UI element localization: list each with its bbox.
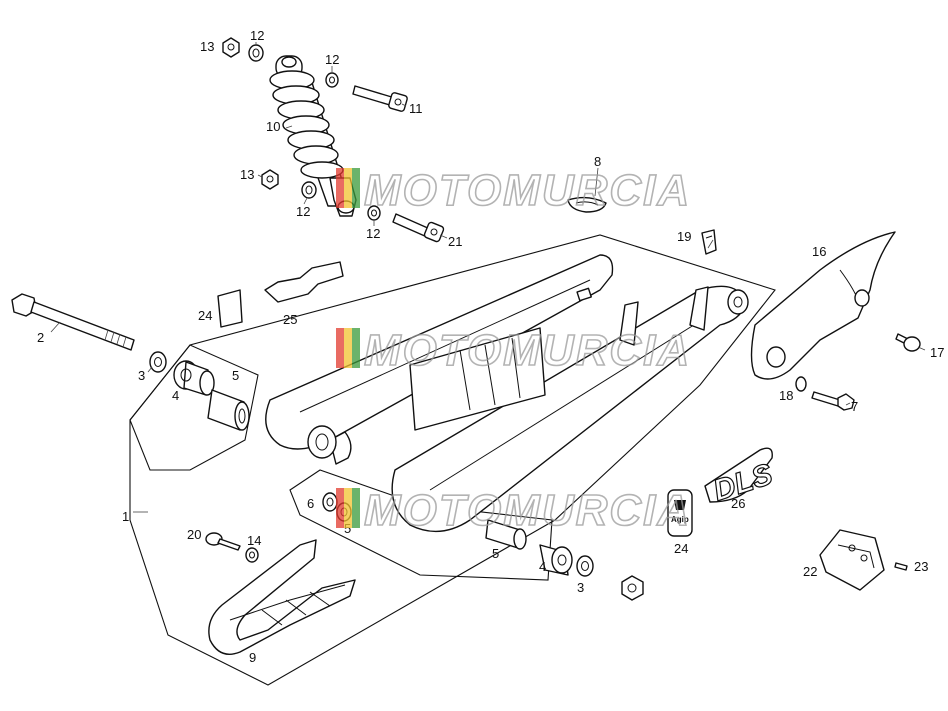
callout-24: 24: [674, 541, 688, 556]
callout-3: 3: [138, 368, 145, 383]
upper-right-washer: [325, 72, 339, 88]
lower-right-washer: [367, 205, 381, 221]
chain-tensioner: [819, 529, 885, 591]
callout-10: 10: [266, 119, 280, 134]
watermark-text: MOTOMURCIA: [364, 486, 691, 535]
pivot-spacer-left: [207, 389, 250, 431]
callout-12: 12: [366, 226, 380, 241]
pivot-bushing-right: [539, 544, 573, 576]
callout-2: 2: [37, 330, 44, 345]
callout-12: 12: [250, 28, 264, 43]
leader-lines: [50, 42, 926, 513]
callout-26: 26: [731, 496, 745, 511]
callout-23: 23: [914, 559, 928, 574]
callout-5: 5: [344, 521, 351, 536]
callout-21: 21: [448, 234, 462, 249]
guard-screw-top: [895, 333, 921, 352]
callout-24: 24: [198, 308, 212, 323]
callout-14: 14: [247, 533, 261, 548]
small-decal-left: [217, 289, 243, 328]
swingarm-decal: [264, 261, 344, 303]
callout-4: 4: [539, 559, 546, 574]
upper-shock-bolt: [352, 85, 408, 112]
watermark-text: MOTOMURCIA: [364, 326, 691, 375]
pivot-washer-right: [576, 555, 594, 577]
swingarm: [265, 254, 749, 533]
callout-labels: 13 12 12 11 10 8 13 12 12 21 19 16 24 25…: [37, 28, 944, 665]
callout-16: 16: [812, 244, 826, 259]
callout-4: 4: [172, 388, 179, 403]
callout-8: 8: [594, 154, 601, 169]
rear-shock-absorber: [269, 55, 357, 217]
watermark-bottom: MOTOMURCIA: [336, 485, 691, 536]
watermark-middle: MOTOMURCIA: [336, 325, 691, 376]
chain-guard-clip: [701, 229, 717, 255]
chain-slider: [208, 539, 356, 655]
chain-guard: [750, 231, 896, 380]
guard-washer: [795, 376, 807, 392]
pivot-nut: [621, 575, 644, 601]
slider-screw: [205, 532, 241, 551]
callout-12: 12: [325, 52, 339, 67]
callout-12: 12: [296, 204, 310, 219]
callout-18: 18: [779, 388, 793, 403]
pivot-washer-left: [149, 351, 167, 373]
wire-clip: [567, 196, 607, 213]
callout-20: 20: [187, 527, 201, 542]
callout-13: 13: [200, 39, 214, 54]
swingarm-assembly-outline: [129, 234, 776, 686]
callout-13: 13: [240, 167, 254, 182]
callout-5: 5: [492, 546, 499, 561]
top-shock-nut: [222, 37, 240, 58]
agip-decal-text: Agip: [671, 515, 689, 524]
callout-9: 9: [249, 650, 256, 665]
guard-screw-bottom: [811, 391, 855, 411]
inner-washer: [322, 492, 338, 512]
lower-shock-nut: [261, 169, 279, 190]
lower-shock-bolt: [392, 213, 445, 243]
pivot-hardware-outline: [129, 344, 259, 471]
watermark-top: MOTOMURCIA: [336, 165, 691, 216]
callout-19: 19: [677, 229, 691, 244]
callout-7: 7: [851, 399, 858, 414]
lower-left-washer: [301, 181, 317, 199]
top-shock-washer: [248, 44, 264, 62]
callout-17: 17: [930, 345, 944, 360]
tensioner-screw: [894, 562, 908, 571]
callout-25: 25: [283, 312, 297, 327]
pivot-bolt: [11, 293, 135, 351]
watermark-text: MOTOMURCIA: [364, 166, 691, 215]
pivot-bushing-left: [173, 360, 215, 396]
callout-11: 11: [409, 101, 423, 116]
callout-3: 3: [577, 580, 584, 595]
callout-1: 1: [122, 509, 129, 524]
agip-decal: Agip: [667, 489, 693, 537]
slider-nut: [245, 547, 259, 563]
callout-5: 5: [232, 368, 239, 383]
callout-6: 6: [307, 496, 314, 511]
callout-22: 22: [803, 564, 817, 579]
right-spacer: [485, 519, 527, 550]
